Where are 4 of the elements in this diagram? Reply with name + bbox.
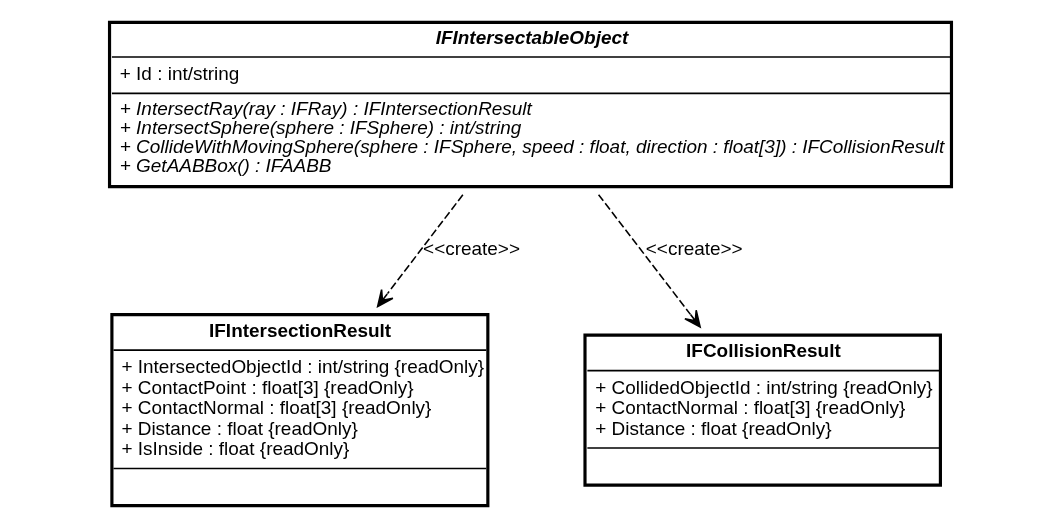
edge-label: <<create>> xyxy=(422,238,520,260)
arrow xyxy=(376,193,464,308)
edge-label: <<create>> xyxy=(645,238,743,260)
arrow xyxy=(597,193,701,328)
